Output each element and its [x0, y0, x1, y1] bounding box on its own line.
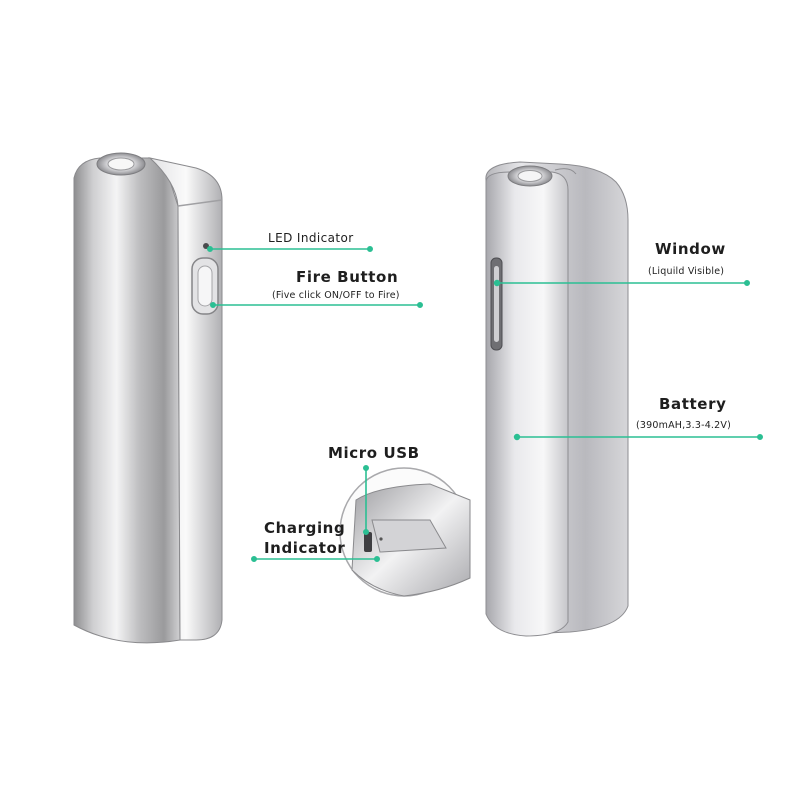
device-right	[485, 161, 629, 637]
micro-usb-zoom	[339, 467, 471, 597]
callout-lines	[207, 246, 763, 562]
micro-usb-label: Micro USB	[328, 444, 420, 462]
window-note: (Liquild Visible)	[648, 266, 725, 277]
device-left	[73, 152, 223, 644]
battery-note: (390mAH,3.3-4.2V)	[636, 420, 732, 431]
charging-indicator-label-1: Charging	[264, 519, 346, 537]
led-indicator-label: LED Indicator	[268, 231, 354, 245]
usb-port	[364, 532, 372, 552]
charging-indicator-label-2: Indicator	[264, 539, 346, 557]
fire-button-label: Fire Button	[296, 268, 399, 286]
window-label: Window	[655, 240, 726, 258]
battery-label: Battery	[659, 395, 727, 413]
fire-button-note: (Five click ON/OFF to Fire)	[272, 290, 400, 301]
